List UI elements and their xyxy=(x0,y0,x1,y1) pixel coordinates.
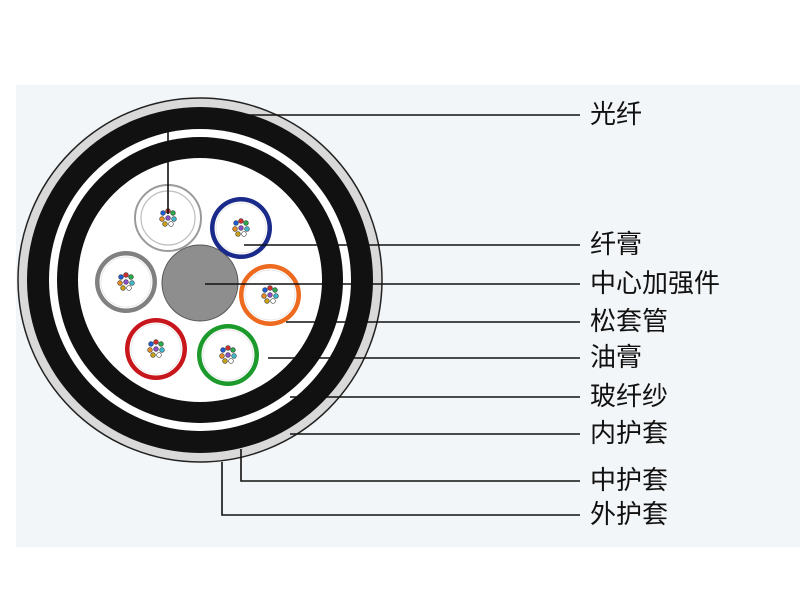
label-inner-sheath: 内护套 xyxy=(590,419,669,449)
leader-middle-sheath xyxy=(240,449,580,482)
label-loose-tube: 松套管 xyxy=(590,307,669,337)
loose-tube-blue xyxy=(210,197,272,259)
central-strength-member xyxy=(161,244,239,322)
leader-outer-sheath xyxy=(221,462,580,516)
loose-tube-green xyxy=(197,324,259,386)
label-middle-sheath: 中护套 xyxy=(590,466,669,496)
fiber-bundle-icon xyxy=(232,218,250,237)
label-fiber-paste: 纤膏 xyxy=(590,230,643,260)
label-central-strength-member: 中心加强件 xyxy=(590,269,721,299)
label-cable-grease: 油膏 xyxy=(590,343,643,373)
fiber-bundle-icon xyxy=(261,285,279,304)
loose-tube-red xyxy=(125,318,187,380)
loose-tubes xyxy=(95,184,301,386)
fiber-bundle-icon xyxy=(147,339,165,358)
fiber-bundle-icon xyxy=(219,345,237,364)
label-outer-sheath: 外护套 xyxy=(590,500,669,530)
leader-lines xyxy=(167,114,580,516)
fiber-bundle-icon xyxy=(117,272,135,291)
label-glass-yarn: 玻纤纱 xyxy=(590,382,669,412)
label-fiber: 光纤 xyxy=(590,100,643,130)
cable-layers xyxy=(17,97,383,463)
loose-tube-gray xyxy=(95,251,157,313)
leader-fiber xyxy=(167,114,580,214)
loose-tube-orange xyxy=(239,264,301,326)
